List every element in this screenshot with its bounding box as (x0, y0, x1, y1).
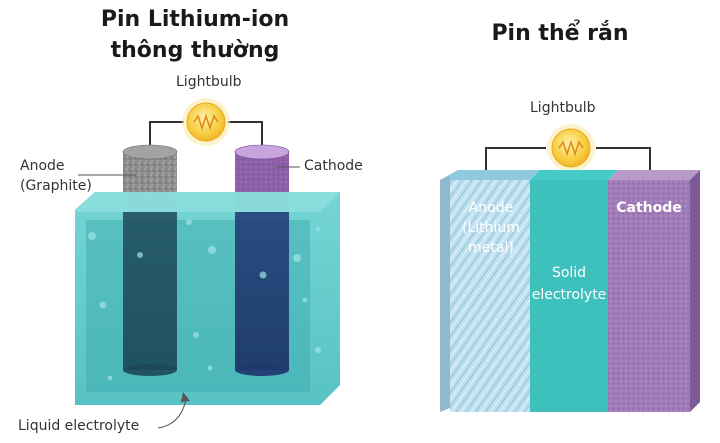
left-callouts (78, 166, 300, 429)
right-lightbulb-label: Lightbulb (530, 100, 596, 116)
left-lightbulb-label: Lightbulb (176, 74, 242, 90)
title-line1: Pin Lithium-ion (100, 7, 290, 32)
right-wire (485, 147, 651, 180)
liquid-electrolyte-label: Liquid electrolyte (18, 418, 140, 434)
cathode-label-right: Cathode (616, 200, 682, 216)
solid-state-stack (440, 170, 700, 412)
title-conventional-li-ion: Pin Lithium-ion thông thường (60, 4, 330, 66)
lithium-metal-anode (450, 180, 530, 412)
bubbles (88, 219, 321, 381)
left-lightbulb-icon (182, 98, 230, 146)
cathode-label-left: Cathode (304, 158, 363, 174)
left-wire (149, 121, 263, 152)
anode-right-line1: Anode (468, 200, 514, 216)
anode-lithium-metal-label: Anode (Lithium metal) (452, 198, 530, 258)
anode-right-line3: metal) (468, 240, 514, 256)
solid-electrolyte-layer (530, 180, 608, 412)
anode-right-line2: (Lithium (462, 220, 520, 236)
solid-label-line1: Solid (551, 265, 587, 281)
solid-electrolyte-label: Solid electrolyte (530, 262, 608, 306)
solid-label-line2: electrolyte (531, 287, 607, 303)
title-solid-state: Pin thể rắn (491, 21, 629, 46)
anode-label-line2: (Graphite) (20, 178, 92, 194)
anode-graphite-label: Anode (Graphite) (20, 156, 92, 196)
title-line2: thông thường (110, 38, 280, 63)
cathode-layer-right (608, 180, 690, 412)
right-lightbulb-icon (547, 124, 595, 172)
anode-label-line1: Anode (20, 158, 65, 174)
